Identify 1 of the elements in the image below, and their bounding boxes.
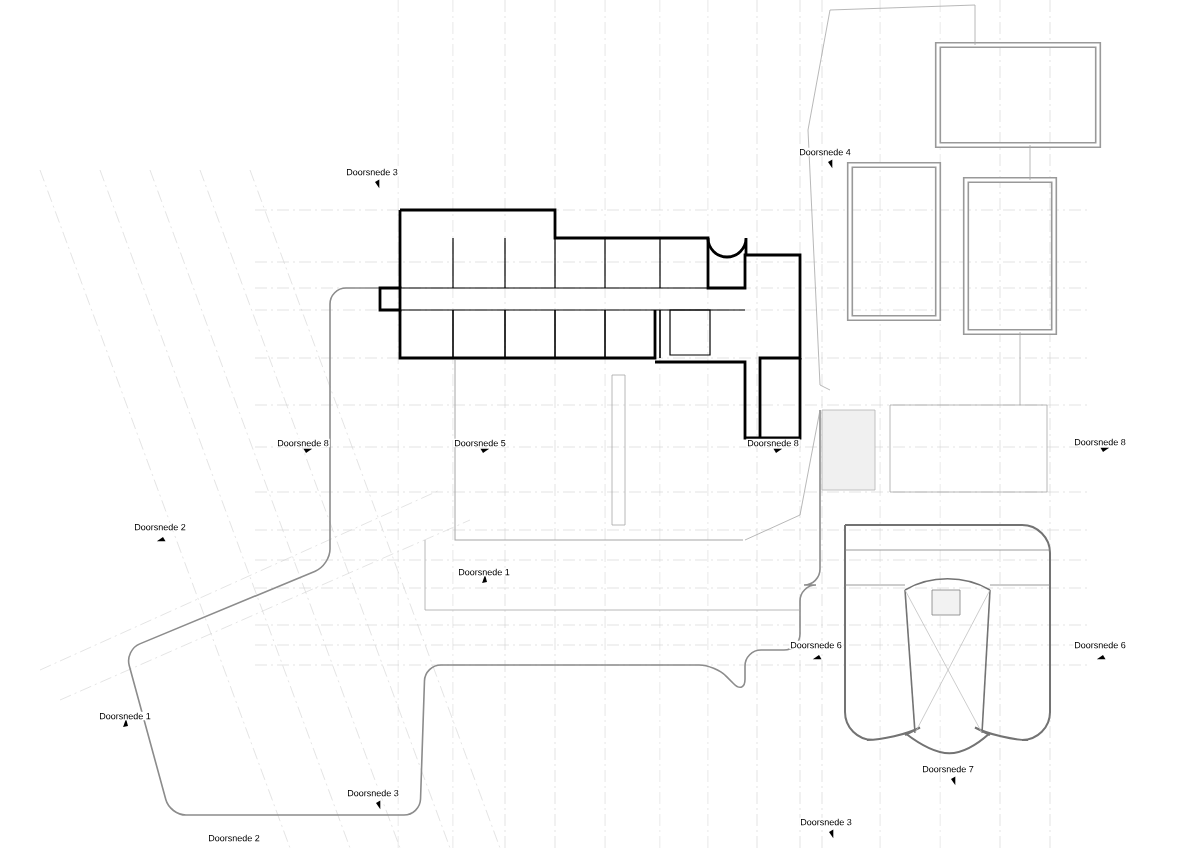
- section-marker: Doorsnede 2: [207, 833, 261, 843]
